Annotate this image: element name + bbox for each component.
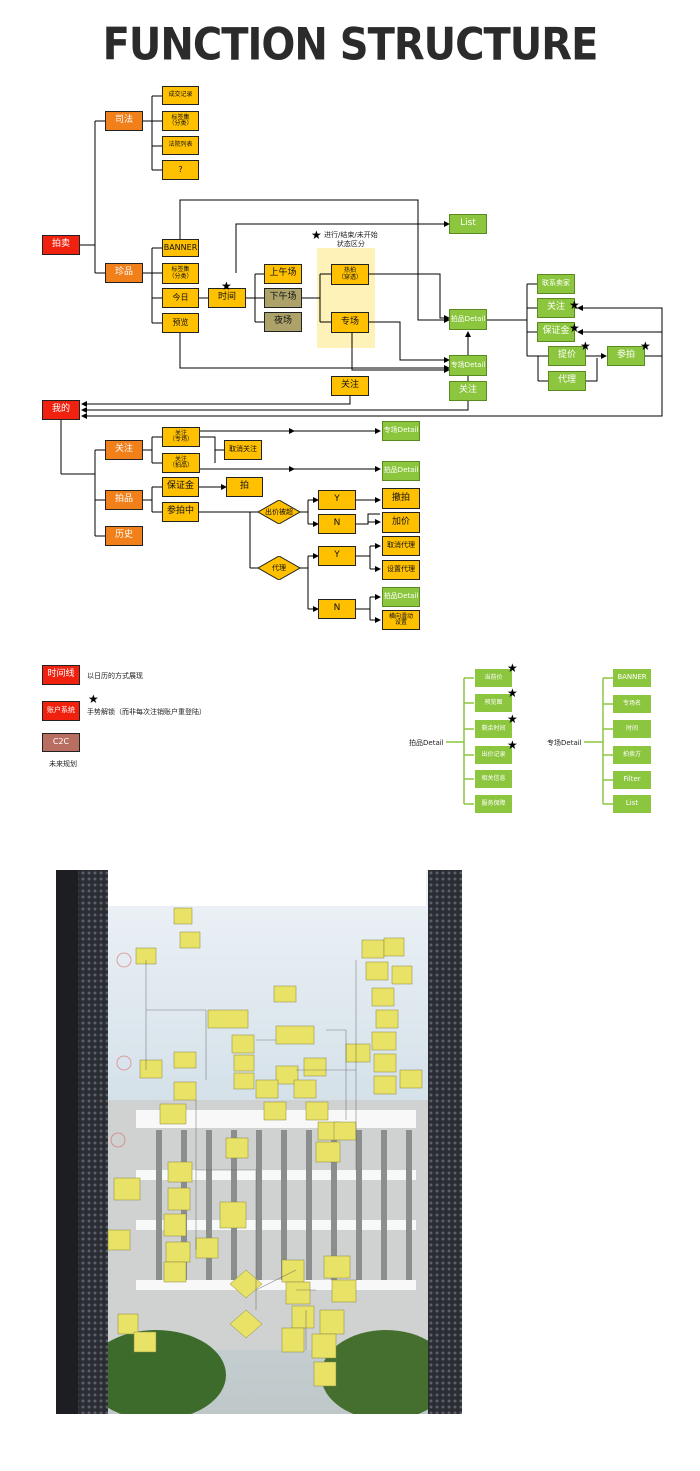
node-banner[interactable]: BANNER xyxy=(162,239,199,257)
node-list[interactable]: List xyxy=(449,214,487,234)
node-yulan[interactable]: 预览 xyxy=(162,313,199,333)
node-guanzhu-zc[interactable]: 关注 xyxy=(331,376,369,396)
node-shezhi-daili[interactable]: 设置代理 xyxy=(382,560,420,580)
node-canpaizhong[interactable]: 参拍中 xyxy=(162,502,199,522)
zc-item-zhuanchangming: 专场名 xyxy=(613,695,651,713)
node-y2[interactable]: Y xyxy=(318,546,356,566)
node-shangwu[interactable]: 上午场 xyxy=(264,264,302,284)
node-daili[interactable]: 代理 xyxy=(548,371,586,391)
sticky-notes-photo xyxy=(56,870,462,1414)
star-icon: ★ xyxy=(569,321,580,335)
star-icon: ★ xyxy=(580,339,591,353)
star-icon: ★ xyxy=(507,738,518,752)
node-lishi[interactable]: 历史 xyxy=(105,526,143,546)
node-baozhengjin-r[interactable]: 保证金 xyxy=(537,322,575,342)
paipin-item-fuwu: 服务保障 xyxy=(475,795,512,813)
diamond-shape xyxy=(258,500,300,524)
node-yechang[interactable]: 夜场 xyxy=(264,312,302,332)
tree-paipin-root: 拍品Detail xyxy=(409,739,444,747)
legend-shijianxian: 时间线 xyxy=(42,665,80,685)
node-biaoqianji-sifa[interactable]: 标签集 （分类） xyxy=(162,111,199,131)
status-highlight-panel xyxy=(317,248,375,348)
node-jinri[interactable]: 今日 xyxy=(162,288,199,308)
node-shijian[interactable]: 时间 xyxy=(208,288,246,308)
node-zhenpin[interactable]: 珍品 xyxy=(105,263,143,283)
node-paipin-detail[interactable]: 拍品Detail xyxy=(449,309,487,330)
node-xiawu[interactable]: 下午场 xyxy=(264,288,302,308)
paipin-item-yulantu: 预览图 xyxy=(475,694,512,712)
diamond-shape xyxy=(258,556,300,580)
node-guanzhu-r[interactable]: 关注 xyxy=(537,298,575,318)
node-gz-zhuanchang[interactable]: 关注 （专场） xyxy=(162,427,200,447)
zc-item-filter: Filter xyxy=(613,771,651,789)
node-sifa[interactable]: 司法 xyxy=(105,111,143,131)
zc-item-list: List xyxy=(613,795,651,813)
node-paimai[interactable]: 拍卖 xyxy=(42,235,80,255)
node-wode[interactable]: 我的 xyxy=(42,400,80,420)
node-biaoqianji-zhenpin[interactable]: 标签集 （分类） xyxy=(162,263,199,284)
status-note: 进行/结束/未开始 状态区分 xyxy=(324,231,378,249)
node-question[interactable]: ? xyxy=(162,160,199,180)
node-lianxi[interactable]: 联系卖家 xyxy=(537,274,575,294)
zc-item-paimaifang: 拍卖方 xyxy=(613,746,651,764)
node-pp-detail-2[interactable]: 拍品Detail xyxy=(382,461,420,481)
legend-c2c-desc: 未来规划 xyxy=(49,760,77,768)
star-icon: ★ xyxy=(88,692,99,706)
paipin-item-dangqianjia: 当前价 xyxy=(475,669,512,687)
node-zc-detail-2[interactable]: 专场Detail xyxy=(382,421,420,441)
node-zhuanchang[interactable]: 专场 xyxy=(331,312,369,333)
node-chepai[interactable]: 撤拍 xyxy=(382,488,420,509)
page-title: FUNCTION STRUCTURE xyxy=(102,19,599,71)
node-jiajia[interactable]: 加价 xyxy=(382,512,420,533)
node-repai[interactable]: 热拍 （穿透） xyxy=(331,264,369,285)
star-icon: ★ xyxy=(221,279,232,293)
legend-zhanghu: 账户系统 xyxy=(42,701,80,721)
node-n1[interactable]: N xyxy=(318,514,356,534)
node-guanzhu-green[interactable]: 关注 xyxy=(449,381,487,401)
paipin-item-shengyu: 剩余时间 xyxy=(475,720,512,738)
zc-item-banner: BANNER xyxy=(613,669,651,687)
node-gz-paipin[interactable]: 关注 （拍品） xyxy=(162,453,200,473)
zc-item-shijian: 时间 xyxy=(613,720,651,738)
node-guanzhu-my[interactable]: 关注 xyxy=(105,440,143,460)
node-fayuan[interactable]: 法院列表 xyxy=(162,136,199,155)
star-icon: ★ xyxy=(507,712,518,726)
legend-c2c: C2C xyxy=(42,733,80,752)
node-zhuanchang-detail[interactable]: 专场Detail xyxy=(449,355,487,376)
node-pp-detail-3[interactable]: 拍品Detail xyxy=(382,587,420,607)
decision-chujia: 出价被超 xyxy=(258,500,300,524)
node-paipin-my[interactable]: 拍品 xyxy=(105,490,143,510)
node-hengxiang[interactable]: 横向滑动 设置 xyxy=(382,610,420,630)
star-icon: ★ xyxy=(311,228,322,242)
tree-zhuanchang-root: 专场Detail xyxy=(547,739,582,747)
decision-daili: 代理 xyxy=(258,556,300,580)
star-icon: ★ xyxy=(507,686,518,700)
paipin-item-xiangguan: 相关信息 xyxy=(475,770,512,788)
node-chengjiao[interactable]: 成交记录 xyxy=(162,86,199,105)
legend-shoushi-desc: 手势解锁（而非每次注销账户重登陆） xyxy=(87,708,206,716)
node-quxiao-daili[interactable]: 取消代理 xyxy=(382,536,420,556)
whiteboard-photo xyxy=(56,870,462,1414)
star-icon: ★ xyxy=(640,339,651,353)
node-canpai[interactable]: 参拍 xyxy=(607,346,645,366)
paipin-item-chujia: 出价记录 xyxy=(475,746,512,764)
legend-shijianxian-desc: 以日历的方式展现 xyxy=(87,672,143,680)
node-baozhengjin-my[interactable]: 保证金 xyxy=(162,477,199,497)
star-icon: ★ xyxy=(507,661,518,675)
node-quxiao-guanzhu[interactable]: 取消关注 xyxy=(224,440,262,460)
node-tijia[interactable]: 提价 xyxy=(548,346,586,366)
node-pai[interactable]: 拍 xyxy=(226,477,263,497)
node-n2[interactable]: N xyxy=(318,599,356,619)
star-icon: ★ xyxy=(569,298,580,312)
decision-chujia-label: 出价被超 xyxy=(265,508,293,516)
node-y1[interactable]: Y xyxy=(318,490,356,510)
decision-daili-label: 代理 xyxy=(272,564,286,572)
